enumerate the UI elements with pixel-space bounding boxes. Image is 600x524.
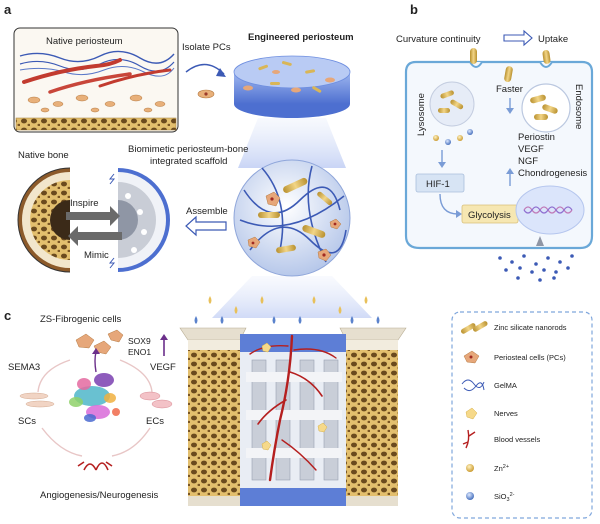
native-bone-section — [17, 167, 71, 273]
native-periosteum-illustration: Native periosteum — [13, 27, 179, 133]
isolate-arrow-head — [216, 68, 226, 77]
zinc-ion-icon — [466, 464, 474, 472]
secreted-molecules — [498, 254, 574, 282]
zs-fibrogenic-label: ZS-Fibrogenic cells — [40, 314, 122, 325]
endosome-label: Endosome — [573, 84, 584, 129]
lysosome — [429, 81, 475, 127]
legend-box — [451, 311, 593, 519]
secretion-pore-icon — [536, 236, 544, 246]
inspire-label: Inspire — [70, 198, 99, 209]
inspire-arrow — [66, 206, 120, 226]
mimic-arrow — [68, 226, 122, 246]
hif1-label: HIF-1 — [426, 179, 450, 190]
legend-label-sio3: SiO32- — [494, 492, 515, 503]
gene-output-list: Periostin VEGF NGF Chondrogenesis — [518, 132, 587, 179]
glycolysis-label: Glycolysis — [468, 210, 511, 221]
legend-label-pcs: Periosteal cells (PCs) — [494, 353, 566, 362]
schwann-cells — [19, 392, 55, 408]
sema3-label: SEMA3 — [8, 362, 40, 373]
scaffold-block — [179, 327, 407, 506]
nanorod-icon — [460, 321, 488, 334]
engineered-periosteum-label: Engineered periosteum — [248, 32, 354, 43]
lysosome-label: Lysosome — [416, 93, 427, 136]
vegf-label: VEGF — [150, 362, 176, 373]
endosome — [521, 83, 571, 133]
assemble-label: Assemble — [186, 206, 228, 217]
faster-label: Faster — [496, 84, 523, 95]
zoom-beam — [238, 118, 346, 168]
gelma-icon — [461, 379, 485, 392]
biomimetic-label-2: integrated scaffold — [150, 156, 227, 167]
zoom-beam — [212, 276, 372, 318]
isolate-pcs-label: Isolate PCs — [182, 42, 231, 53]
output-vegf: VEGF — [518, 144, 544, 155]
membrane-nanorods — [470, 48, 551, 83]
released-ions — [433, 129, 473, 145]
legend-label-nanorods: Zinc silicate nanorods — [494, 323, 567, 332]
panel-label-a: a — [4, 2, 12, 17]
ion-release-droplets — [194, 296, 380, 324]
output-periostin: Periostin — [518, 132, 555, 143]
output-chondrogenesis: Chondrogenesis — [518, 168, 587, 179]
engineered-periosteum-disk — [233, 55, 351, 118]
spark-icon — [108, 173, 116, 185]
single-cell-umap — [69, 373, 120, 422]
uptake-arrow — [503, 29, 533, 47]
curvature-continuity-label: Curvature continuity — [396, 34, 481, 45]
silicate-ion-icon — [466, 492, 474, 500]
spark-icon — [108, 257, 116, 269]
legend-icons — [460, 321, 488, 500]
legend-labels: Zinc silicate nanorods Periosteal cells … — [494, 323, 567, 503]
biomimetic-label-1: Biomimetic periosteum-bone — [128, 144, 248, 155]
legend-label-zn: Zn2+ — [494, 464, 509, 473]
angiogenesis-vessels-icon — [77, 461, 113, 471]
angio-neuro-label: Angiogenesis/Neurogenesis — [40, 490, 159, 501]
legend-label-gelma: GelMA — [494, 381, 517, 390]
panel-label-c: c — [4, 308, 11, 323]
native-periosteum-label: Native periosteum — [46, 36, 123, 47]
panel-label-b: b — [410, 2, 418, 17]
eno1-label: ENO1 — [128, 347, 151, 357]
fibrogenic-cells — [75, 329, 124, 355]
hif1-arrow — [439, 193, 459, 215]
nerve-icon — [465, 407, 478, 420]
mimic-label: Mimic — [84, 250, 109, 261]
endothelial-cells — [139, 391, 173, 409]
scs-label: SCs — [18, 416, 36, 427]
gel-network-sphere — [233, 159, 351, 277]
ecs-label: ECs — [146, 416, 164, 427]
blood-vessel-icon — [462, 429, 476, 449]
hif1-box — [415, 173, 465, 193]
periosteal-cell-icon — [463, 350, 480, 364]
sox9-label: SOX9 — [128, 336, 151, 346]
native-bone-label: Native bone — [18, 150, 69, 161]
uptake-label: Uptake — [538, 34, 568, 45]
legend-label-vessels: Blood vessels — [494, 435, 541, 444]
output-ngf: NGF — [518, 156, 538, 167]
assemble-arrow — [185, 215, 227, 237]
biomimetic-scaffold-section — [118, 168, 170, 272]
legend-label-nerves: Nerves — [494, 409, 518, 418]
nucleus — [515, 185, 585, 235]
